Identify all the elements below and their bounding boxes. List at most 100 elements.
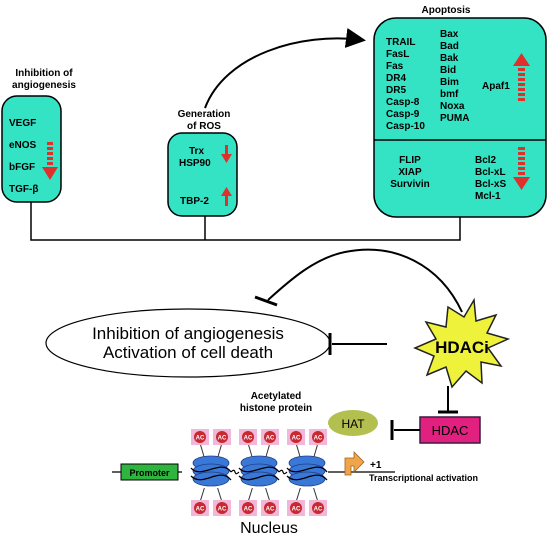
ac-link	[265, 442, 271, 459]
nucleus-label: Nucleus	[240, 520, 298, 537]
up-arrow-icon	[513, 53, 530, 101]
ros-item-tbp2: TBP-2	[180, 196, 209, 207]
acetyl-group-set: AC AC AC AC AC AC AC AC AC AC AC AC	[191, 429, 327, 516]
down-arrow-icon	[221, 145, 232, 163]
ac-label: AC	[244, 436, 253, 442]
promoter-box	[120, 463, 179, 481]
apoptosis-upper-left-5: Casp-8	[386, 97, 420, 108]
apoptosis-lower-left-0: FLIP	[399, 155, 421, 166]
apoptosis-upper-left-4: DR5	[386, 85, 406, 96]
apoptosis-group: Apoptosis TRAIL FasL Fas DR4 DR5 Casp-8 …	[373, 5, 547, 218]
ac-label: AC	[314, 507, 323, 513]
apoptosis-lower-right-3: Mcl-1	[475, 191, 501, 202]
hat-label: HAT	[341, 417, 365, 431]
hat-ellipse	[328, 410, 378, 436]
ac-label: AC	[314, 436, 323, 442]
hdaci-star: HDACi	[413, 297, 511, 389]
apoptosis-upper-mid-7: PUMA	[440, 113, 469, 124]
ros-item-trx: Trx	[189, 146, 204, 157]
ac-label: AC	[218, 507, 227, 513]
apoptosis-upper-left-6: Casp-9	[386, 109, 420, 120]
apoptosis-upper-left-2: Fas	[386, 61, 404, 72]
nucleosome-set	[190, 455, 328, 487]
outcome-line1: Inhibition of angiogenesis	[92, 324, 284, 343]
ac-label: AC	[266, 507, 275, 513]
ac-link	[265, 487, 271, 503]
ac-label: AC	[266, 436, 275, 442]
ac-label: AC	[196, 436, 205, 442]
apoptosis-upper-left-0: TRAIL	[386, 37, 415, 48]
ros-group: Generation of ROS Trx HSP90 TBP-2	[167, 109, 238, 217]
ros-item-hsp90: HSP90	[179, 158, 211, 169]
acetyl-group-icon	[290, 502, 302, 514]
acetyl-group-icon	[312, 431, 324, 443]
transcription-label: Transcriptional activation	[369, 473, 478, 483]
hdaci-label: HDACi	[435, 338, 489, 357]
ac-label: AC	[218, 436, 227, 442]
hdac-label: HDAC	[432, 423, 469, 438]
connector-bracket	[30, 202, 461, 241]
dna-wrap	[286, 466, 328, 473]
angiogenesis-title-line2: angiogenesis	[12, 80, 76, 91]
angiogenesis-item-vegf: VEGF	[9, 118, 36, 129]
acetylated-label-line1: Acetylated	[251, 391, 302, 402]
promoter-label: Promoter	[129, 468, 170, 478]
acetyl-group-icon	[194, 502, 206, 514]
acetyl-group-icon	[216, 502, 228, 514]
dna-wrap	[238, 466, 280, 473]
ac-label: AC	[292, 507, 301, 513]
ac-link	[199, 487, 205, 503]
acetylated-label-line2: histone protein	[240, 403, 312, 414]
down-arrow-icon	[42, 142, 58, 180]
ac-label: AC	[244, 507, 253, 513]
apoptosis-lower-right-1: Bcl-xL	[475, 167, 506, 178]
acetyl-group-icon	[216, 431, 228, 443]
ros-to-apoptosis-arrow	[204, 28, 366, 109]
apoptosis-upper-mid-3: Bid	[440, 65, 456, 76]
ac-label: AC	[196, 507, 205, 513]
apoptosis-upper-mid-4: Bim	[440, 77, 459, 88]
acetyl-group-icon	[264, 431, 276, 443]
ac-link	[295, 442, 301, 459]
down-arrow-icon	[513, 147, 530, 190]
ac-label: AC	[292, 436, 301, 442]
acetyl-group-icon	[312, 502, 324, 514]
curve-inhibit-bar	[254, 295, 278, 307]
apoptosis-upper-mid-0: Bax	[440, 29, 459, 40]
apoptosis-upper-left-7: Casp-10	[386, 121, 425, 132]
dna-wrap	[190, 466, 232, 473]
apoptosis-lower-left-1: XIAP	[398, 167, 422, 178]
apoptosis-lower-left-2: Survivin	[390, 179, 429, 190]
angiogenesis-group: Inhibition of angiogenesis VEGF eNOS bFG…	[1, 68, 76, 203]
angiogenesis-title-line1: Inhibition of	[15, 68, 73, 79]
chromatin-region: AC AC AC AC AC AC AC AC AC AC AC AC	[181, 425, 329, 526]
apoptosis-lower-right-2: Bcl-xS	[475, 179, 506, 190]
angiogenesis-item-bfgf: bFGF	[9, 162, 35, 173]
ros-title-line2: of ROS	[187, 121, 221, 132]
ac-link	[199, 442, 205, 459]
hdaci-curve-inhibit	[267, 248, 463, 313]
apoptosis-upper-left-1: FasL	[386, 49, 409, 60]
apoptosis-lower-right-0: Bcl2	[475, 155, 497, 166]
ac-link	[313, 487, 319, 503]
apoptosis-upper-mid-5: bmf	[440, 89, 459, 100]
acetyl-group-icon	[290, 431, 302, 443]
apoptosis-upper-mid-1: Bad	[440, 41, 459, 52]
ac-link	[247, 487, 253, 503]
angiogenesis-item-enos: eNOS	[9, 140, 37, 151]
angiogenesis-item-tgfb: TGF-β	[9, 184, 38, 195]
ac-link	[295, 487, 301, 503]
dna-wrap	[238, 474, 280, 481]
acetyl-group-icon	[264, 502, 276, 514]
up-arrow-icon	[221, 187, 232, 206]
tss-arrow-icon	[344, 451, 365, 476]
ac-link	[217, 442, 223, 459]
apoptosis-title: Apoptosis	[422, 5, 471, 16]
linker-dna	[230, 469, 240, 475]
dna-wrap	[286, 474, 328, 481]
ac-link	[247, 442, 253, 459]
apoptosis-upper-right: Apaf1	[482, 81, 510, 92]
apoptosis-upper-left-3: DR4	[386, 73, 406, 84]
ac-link	[313, 442, 319, 459]
